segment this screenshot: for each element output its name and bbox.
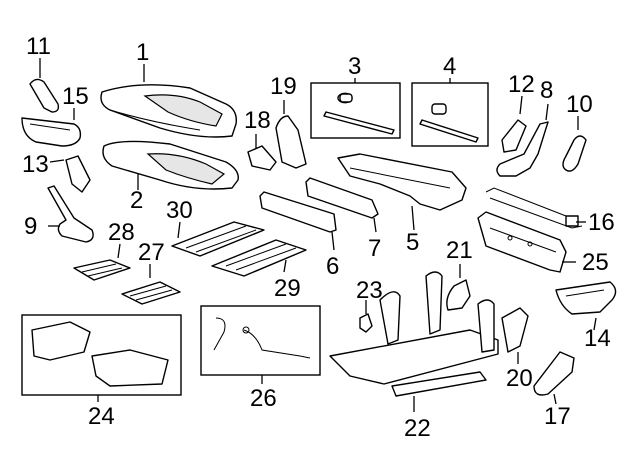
part-10-cover[interactable] — [562, 135, 587, 172]
callout-9: 9 — [24, 213, 37, 240]
callout-30: 30 — [166, 197, 193, 224]
part-21-bracket[interactable] — [446, 279, 471, 311]
part-18-trim-cover[interactable] — [247, 145, 277, 171]
part-24-storage-bin-kit[interactable] — [21, 314, 182, 396]
part-28-pad[interactable] — [73, 259, 131, 281]
part-2-seat-cushion[interactable] — [102, 140, 239, 190]
callout-22: 22 — [404, 415, 431, 442]
callout-26: 26 — [250, 385, 277, 412]
part-9-recliner-handle[interactable] — [47, 185, 94, 243]
callout-10: 10 — [566, 91, 593, 118]
part-3-headrest-guide-kit[interactable] — [310, 82, 401, 139]
callout-13: 13 — [22, 151, 49, 178]
callout-8: 8 — [540, 77, 553, 104]
callout-20: 20 — [506, 365, 533, 392]
part-11-cover[interactable] — [29, 78, 60, 113]
part-23-clip[interactable] — [359, 313, 373, 333]
callout-29: 29 — [274, 275, 301, 302]
callout-7: 7 — [368, 235, 381, 262]
callout-1: 1 — [136, 39, 149, 66]
part-27-pad[interactable] — [121, 281, 181, 305]
callout-3: 3 — [348, 53, 361, 80]
part-29-pad[interactable] — [211, 239, 307, 277]
part-12-bezel[interactable] — [501, 119, 527, 153]
callout-18: 18 — [244, 107, 271, 134]
callout-15: 15 — [62, 83, 89, 110]
part-17-side-panel[interactable] — [533, 351, 575, 396]
part-7-trim-panel[interactable] — [305, 177, 379, 219]
part-20-trim-cover[interactable] — [501, 307, 529, 353]
part-16-latch-cable[interactable] — [485, 187, 583, 229]
callout-14: 14 — [584, 325, 611, 352]
callout-28: 28 — [108, 219, 135, 246]
callout-12: 12 — [508, 71, 535, 98]
callout-2: 2 — [130, 187, 143, 214]
part-19-trim-cover[interactable] — [275, 115, 307, 169]
leader-lines — [39, 58, 597, 412]
part-13-bezel[interactable] — [65, 155, 91, 193]
callout-21: 21 — [446, 237, 473, 264]
part-8-recliner-handle[interactable] — [496, 121, 549, 177]
callout-11: 11 — [26, 33, 51, 60]
part-14-side-shield[interactable] — [555, 281, 617, 315]
callout-16: 16 — [588, 209, 615, 236]
callout-25: 25 — [582, 249, 609, 276]
callout-5: 5 — [406, 229, 419, 256]
callout-4: 4 — [443, 53, 456, 80]
part-15-side-shield[interactable] — [21, 117, 82, 147]
part-6-trim-panel[interactable] — [259, 191, 337, 233]
part-30-pad[interactable] — [171, 221, 265, 257]
part-4-headrest-guide-kit[interactable] — [411, 82, 489, 147]
callout-17: 17 — [544, 403, 571, 430]
part-5-seat-track-bracket[interactable] — [337, 153, 467, 211]
callout-24: 24 — [88, 403, 115, 430]
callout-labels: 1 2 3 4 5 6 7 8 9 10 11 12 13 14 15 16 1… — [22, 33, 615, 442]
part-22-seat-frame[interactable] — [329, 271, 499, 397]
callout-19: 19 — [270, 73, 297, 100]
callout-27: 27 — [138, 239, 165, 266]
part-26-cable-kit[interactable] — [200, 305, 321, 376]
part-1-seat-back-cushion[interactable] — [100, 84, 237, 138]
callout-23: 23 — [356, 277, 383, 304]
callout-6: 6 — [326, 253, 339, 280]
